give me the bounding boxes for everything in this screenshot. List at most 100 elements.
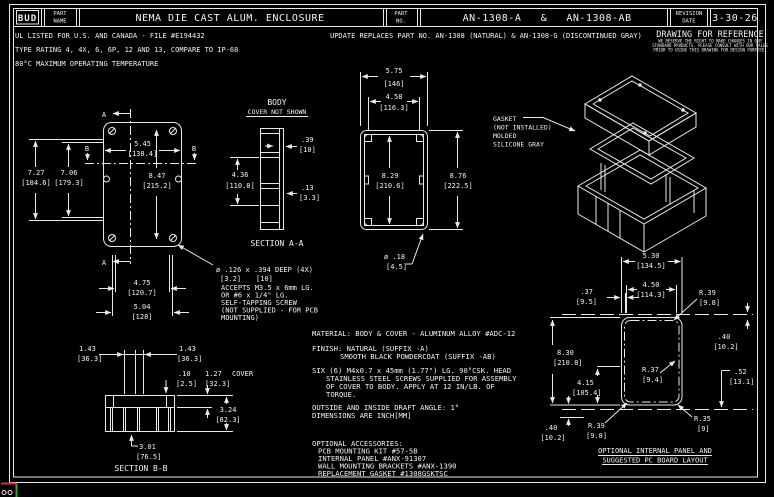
- pcb-note-line-6: (NOT SUPPLIED - FOR PCB: [221, 307, 318, 315]
- gasket-label-1: GASKET: [493, 115, 517, 123]
- pcb-note-line-5: SELF-TAPPING SCREW: [221, 299, 298, 307]
- dim-1-43-left: 1.43: [79, 345, 96, 353]
- dim-5-04-mm: [128]: [131, 313, 152, 321]
- dim-4-50: 4.50: [643, 281, 660, 289]
- reference-title: DRAWING FOR REFERENCE: [656, 30, 763, 40]
- dim-3-01-mm: [76.5]: [136, 453, 161, 461]
- side-notch-left: [103, 175, 110, 183]
- pcb-note-line-3: ACCEPTS M3.5 x 6mm LG.: [221, 284, 314, 292]
- dim-8-30-mm: [210.8]: [553, 359, 583, 367]
- pcb-note-line-1: ø .126 x .394 DEEP (4X): [216, 266, 313, 274]
- part-number-ampersand: &: [541, 13, 548, 24]
- part-no-label-1: PART: [394, 11, 408, 17]
- exploded-body: [577, 149, 707, 253]
- spec-draft-angle: OUTSIDE AND INSIDE DRAFT ANGLE: 1°: [312, 403, 459, 412]
- dim-40-left-mm: [10.2]: [540, 434, 565, 442]
- part-number-b: AN-1308-AB: [566, 13, 631, 24]
- dim-3-24-mm: [82.3]: [215, 416, 240, 424]
- dim-1-27: 1.27: [205, 370, 222, 378]
- accessory-3: WALL MOUNTING BRACKETS #ANX-1390: [318, 462, 456, 471]
- dim-40-right-mm: [10.2]: [713, 343, 738, 351]
- drawing-title: NEMA DIE CAST ALUM. ENCLOSURE: [135, 13, 324, 24]
- dim-7-06: 7.06: [61, 169, 78, 177]
- note-ul-listing: UL LISTED FOR U.S. AND CANADA - FILE #E1…: [15, 32, 205, 40]
- dim-4-58-mm: [116.3]: [379, 104, 409, 112]
- dim-8-47: 8.47: [149, 172, 166, 180]
- ucs-axis-icon: [1, 482, 18, 497]
- dim-3-24: 3.24: [220, 406, 237, 414]
- cover-not-shown-label: COVER NOT SHOWN: [248, 108, 307, 116]
- body-label: BODY: [267, 98, 286, 107]
- side-notch-right: [175, 175, 182, 183]
- revision-label-2: DATE: [682, 19, 695, 25]
- spec-dimensions: DIMENSIONS ARE INCH[MM]: [312, 411, 412, 420]
- spec-material: MATERIAL: BODY & COVER - ALUMINUM ALLOY …: [312, 329, 515, 338]
- dim-10-mm: [2.5]: [176, 380, 197, 388]
- exploded-view: [577, 75, 707, 253]
- panel-layout-view: 5.30 [134.5] 4.50 [114.3] .37 [9.5] R.39…: [540, 252, 754, 465]
- reference-disclaimer: DRAWING FOR REFERENCE WE RESERVE THE RIG…: [652, 30, 768, 53]
- dim-37: .37: [580, 288, 593, 296]
- dim-5-04: 5.04: [134, 303, 151, 311]
- dim-8-47-mm: [215.2]: [142, 182, 172, 190]
- dim-8-76: 8.76: [450, 172, 467, 180]
- section-bb-view: 1.43 [36.3] 1.43 [36.3] .10 [2.5] 1.27 C…: [77, 345, 254, 473]
- pcb-note-line-7: MOUNTING): [221, 314, 259, 322]
- dim-4-36-mm: [110.8]: [225, 182, 255, 190]
- dim-8-29: 8.29: [382, 172, 399, 180]
- part-no-label-2: NO.: [396, 19, 406, 25]
- dim-1-43-right-mm: [36.3]: [177, 355, 202, 363]
- reference-line-2: STANDARD PRODUCTS. PLEASE CONSULT WITH O…: [652, 43, 768, 48]
- pcb-mounting-note: ø .126 x .394 DEEP (4X) [3.2] [10] ACCEP…: [177, 244, 318, 322]
- pcb-note-line-4: OR #6 x 1/4" LG.: [221, 292, 288, 300]
- dim-5-45: 5.45: [134, 140, 151, 148]
- dim-4-58: 4.58: [386, 93, 403, 101]
- gasket-label-4: SILICONE GRAY: [493, 141, 544, 149]
- corner-screw-icons: [108, 127, 177, 242]
- dim-r37-mm: [9.4]: [642, 376, 663, 384]
- dim-4-75: 4.75: [134, 279, 151, 287]
- dim-4-15: 4.15: [577, 379, 594, 387]
- section-marker-a-top: A: [102, 111, 107, 119]
- dim-5-75: 5.75: [386, 67, 403, 75]
- dim-1-27-mm: [32.3]: [205, 380, 230, 388]
- reference-line-1: WE RESERVE THE RIGHT TO MAKE CHANGES IN …: [658, 39, 762, 44]
- section-marker-b-left: B: [85, 145, 89, 153]
- dim-3-01: 3.01: [139, 443, 156, 451]
- spec-finish-1: FINISH: NATURAL (SUFFIX -A): [312, 344, 429, 353]
- dim-r39-top: R.39: [699, 289, 716, 297]
- dim-1-43-left-mm: [36.3]: [77, 355, 102, 363]
- bud-logo: BUD: [18, 14, 37, 24]
- revision-date: 3-30-26: [712, 13, 758, 24]
- accessories-title: OPTIONAL ACCESSORIES:: [312, 439, 403, 448]
- section-marker-b-right: B: [192, 145, 196, 153]
- dim-r39-bottom-mm: [9.8]: [586, 432, 607, 440]
- dim-52: .52: [734, 368, 747, 376]
- spec-notes: MATERIAL: BODY & COVER - ALUMINUM ALLOY …: [312, 329, 517, 420]
- spec-screws-4: TORQUE.: [326, 390, 356, 399]
- dim-4-50-mm: [114.3]: [636, 291, 666, 299]
- dim-5-30: 5.30: [643, 252, 660, 260]
- gasket-callout: GASKET (NOT INSTALLED) MOLDED SILICONE G…: [493, 115, 576, 149]
- spec-screws-2: STAINLESS STEEL SCREWS SUPPLIED FOR ASSE…: [326, 374, 517, 383]
- dim-4-75-mm: [120.7]: [127, 289, 157, 297]
- section-marker-a-bottom: A: [102, 259, 107, 267]
- spec-finish-2: SMOOTH BLACK POWDERCOAT (SUFFIX -AB): [340, 352, 496, 361]
- exploded-gasket: [589, 122, 695, 185]
- bud-logo-box: [16, 10, 39, 25]
- sheet-border: [9, 4, 766, 483]
- dim-hole-18: ø .18: [384, 253, 405, 261]
- dim-39-mm: [10]: [299, 146, 316, 154]
- dim-37-mm: [9.5]: [576, 298, 597, 306]
- title-bar: BUD PART NAME NEMA DIE CAST ALUM. ENCLOS…: [13, 8, 758, 27]
- dim-1-43-right: 1.43: [179, 345, 196, 353]
- dim-r37: R.37: [642, 366, 659, 374]
- cover-top-view: A A B B 7.27 [184.6] 7.06 [179.3] 5.45 […: [21, 109, 198, 321]
- pcb-note-line-2a: [3.2]: [220, 275, 241, 283]
- dim-8-30: 8.30: [557, 349, 574, 357]
- gasket-label-2: (NOT INSTALLED): [493, 124, 552, 132]
- dim-5-30-mm: [134.5]: [636, 262, 666, 270]
- dim-4-36: 4.36: [232, 171, 249, 179]
- revision-label-1: REVISION: [676, 11, 703, 17]
